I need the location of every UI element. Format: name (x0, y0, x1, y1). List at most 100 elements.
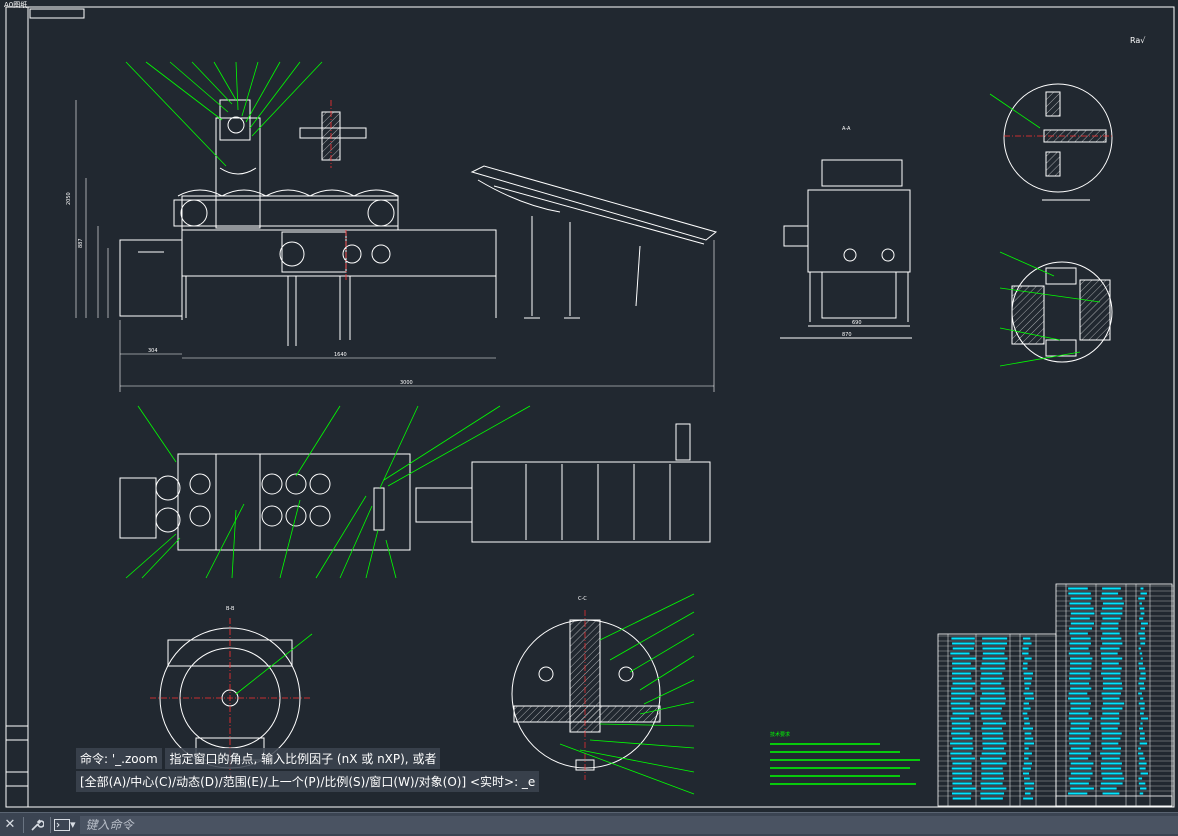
table-cell (952, 673, 971, 675)
cad-drawing-canvas[interactable]: 3000 304 1640 2050 887 A-A 690 870 (0, 0, 1178, 812)
table-cell (1068, 588, 1088, 590)
table-cell (1102, 713, 1119, 715)
table-cell (1071, 638, 1091, 640)
table-cell (1069, 738, 1090, 740)
command-prompt-dropdown[interactable]: ▾ (54, 818, 76, 831)
table-cell (1101, 673, 1121, 675)
table-cell (1102, 618, 1120, 620)
table-cell (1139, 728, 1143, 730)
table-cell (1141, 658, 1143, 660)
table-cell (1102, 748, 1121, 750)
table-cell (953, 658, 976, 660)
table-cell (953, 648, 974, 650)
table-cell (1102, 663, 1119, 665)
table-cell (1025, 688, 1030, 690)
table-cell (1023, 663, 1028, 665)
table-cell (952, 663, 971, 665)
table-cell (982, 638, 1007, 640)
table-cell (952, 668, 975, 670)
table-cell (1023, 668, 1028, 670)
table-cell (1070, 703, 1091, 705)
table-cell (980, 703, 1005, 705)
table-cell (1102, 668, 1122, 670)
table-cell (950, 753, 971, 755)
table-cell (1023, 643, 1031, 645)
table-cell (981, 673, 1002, 675)
table-cell (1068, 593, 1091, 595)
command-input[interactable] (80, 816, 1178, 834)
table-cell (951, 718, 970, 720)
table-cell (1101, 623, 1118, 625)
table-cell (981, 788, 1006, 790)
command-history-line: 命令: '_.zoom (76, 748, 162, 769)
table-cell (1141, 623, 1148, 625)
table-cell (1071, 598, 1092, 600)
table-cell (1069, 718, 1092, 720)
table-cell (953, 798, 971, 800)
table-cell (1023, 713, 1028, 715)
table-cell (951, 758, 975, 760)
table-cell (1139, 603, 1142, 605)
table-cell (952, 723, 971, 725)
dim-height2: 887 (78, 238, 84, 248)
roughness-symbol: Ra√ (1130, 36, 1145, 45)
command-history-line: 指定窗口的角点, 输入比例因子 (nX 或 nXP), 或者 (165, 748, 440, 769)
side-view-label: A-A (842, 126, 851, 132)
table-cell (1100, 753, 1121, 755)
table-cell (1139, 648, 1141, 650)
table-cell (1024, 753, 1032, 755)
table-cell (953, 683, 976, 685)
table-cell (980, 668, 1005, 670)
front-view-dimensions (76, 100, 714, 392)
table-cell (1024, 678, 1032, 680)
table-cell (982, 693, 1005, 695)
table-cell (1140, 593, 1146, 595)
table-cell (1101, 658, 1122, 660)
table-cell (983, 723, 1006, 725)
table-cell (981, 798, 1003, 800)
table-cell (951, 638, 974, 640)
table-cell (1138, 598, 1145, 600)
table-cell (1068, 793, 1087, 795)
table-cell (1101, 628, 1119, 630)
table-cell (1102, 633, 1119, 635)
table-cell (1071, 723, 1090, 725)
table-cell (953, 788, 976, 790)
table-cell (1071, 748, 1090, 750)
table-cell (1140, 743, 1148, 745)
dim-height: 2050 (66, 192, 72, 205)
table-cell (1070, 658, 1092, 660)
table-cell (1023, 693, 1033, 695)
table-cell (980, 758, 1002, 760)
table-cell (950, 653, 969, 655)
top-view (120, 424, 710, 550)
table-cell (953, 778, 972, 780)
table-cell (951, 708, 973, 710)
table-cell (1025, 738, 1034, 740)
table-cell (953, 748, 974, 750)
table-cell (1024, 783, 1034, 785)
table-cell (1025, 733, 1032, 735)
wrench-icon[interactable] (27, 815, 47, 835)
table-cell (1102, 588, 1121, 590)
table-cell (1069, 733, 1091, 735)
table-cell (981, 783, 1003, 785)
table-cell (1103, 678, 1121, 680)
table-cell (981, 778, 1004, 780)
table-cell (1069, 653, 1090, 655)
parts-list-table-left (938, 634, 1056, 806)
table-cell (1102, 708, 1123, 710)
table-cell (952, 728, 971, 730)
table-cell (1102, 778, 1124, 780)
table-cell (952, 643, 975, 645)
table-cell (1103, 603, 1124, 605)
dim-side-w: 690 (852, 320, 862, 326)
table-cell (951, 693, 975, 695)
table-cell (952, 783, 971, 785)
top-view-leaders (126, 406, 530, 578)
table-cell (1140, 608, 1145, 610)
close-icon[interactable]: ✕ (0, 815, 20, 835)
table-cell (952, 738, 973, 740)
table-cell (1101, 723, 1120, 725)
table-cell (1103, 793, 1120, 795)
